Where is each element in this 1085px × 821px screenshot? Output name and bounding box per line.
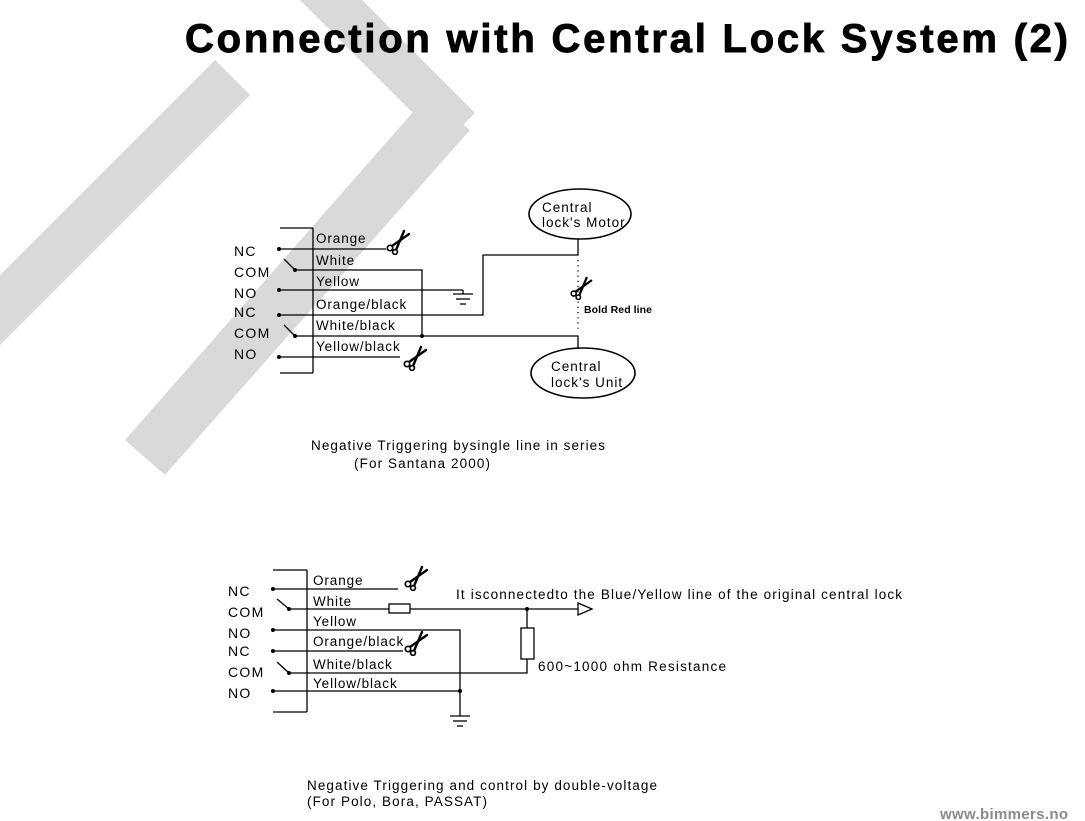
- wire-label-white: White: [316, 253, 355, 268]
- ground-icon: [450, 715, 470, 727]
- bold-red-line-label: Bold Red line: [584, 304, 652, 316]
- pin-label-no: NO: [228, 685, 252, 701]
- resistance-label: 600~1000 ohm Resistance: [538, 659, 726, 674]
- wire-label-white: White: [313, 594, 352, 609]
- caption-line2: (For Santana 2000): [354, 456, 490, 471]
- wire-yellow: [273, 629, 461, 716]
- watermark: [0, 0, 475, 475]
- caption-line1: Negative Triggering and control by doubl…: [307, 778, 657, 793]
- pin-label-nc: NC: [234, 243, 257, 259]
- wire-label-orange-black: Orange/black: [316, 297, 407, 312]
- caption-line1: Negative Triggering bysingle line in ser…: [311, 438, 605, 453]
- junction-dot: [420, 334, 424, 338]
- relay-switch-arm: [283, 324, 296, 337]
- junction-dot: [458, 689, 462, 693]
- wire-orange-black: [279, 239, 579, 316]
- wire-label-yellow: Yellow: [316, 274, 360, 289]
- connector-block: [273, 569, 308, 713]
- wire-label-yellow: Yellow: [313, 614, 357, 629]
- watermark-shape: [125, 95, 470, 475]
- inline-fuse-symbol: [388, 603, 411, 614]
- wire-label-white-black: White/black: [316, 318, 396, 333]
- wire-white-black: [289, 659, 528, 674]
- unit-label-line2: lock's Unit: [551, 375, 623, 390]
- ground-icon: [453, 290, 473, 305]
- relay-switch-arm: [276, 661, 290, 674]
- pin-label-com: COM: [234, 325, 271, 341]
- wire-label-orange: Orange: [313, 573, 363, 588]
- caption-line2: (For Polo, Bora, PASSAT): [307, 794, 487, 809]
- diagram-single-line-series: NC COM NO NC COM NO Orange White Yellow …: [234, 188, 652, 471]
- unit-label-line1: Central: [551, 359, 602, 374]
- resistor-symbol: [520, 627, 535, 660]
- pin-label-no: NO: [234, 346, 258, 362]
- wire-label-orange: Orange: [316, 231, 366, 246]
- diagram-double-voltage: NC COM NO NC COM NO Orange White Yellow …: [228, 565, 902, 809]
- motor-label-line1: Central: [542, 200, 593, 215]
- watermark-shape: [300, 0, 475, 144]
- page-title: Connection with Central Lock System (2): [185, 17, 1068, 61]
- pin-label-com: COM: [234, 264, 271, 280]
- central-lock-unit-oval: [530, 347, 636, 399]
- scissors-icon: [403, 345, 428, 371]
- open-arrow-icon: [577, 602, 594, 616]
- watermark-shape: [0, 60, 250, 345]
- wire-label-yellow-black: Yellow/black: [316, 339, 401, 354]
- scissors-icon: [386, 229, 411, 255]
- pin-label-no: NO: [228, 625, 252, 641]
- motor-label-line2: lock's Motor: [542, 215, 626, 230]
- relay-switch-arm: [276, 598, 290, 610]
- central-lock-motor-oval: [528, 188, 632, 240]
- scissors-icon: [404, 565, 429, 591]
- pin-label-nc: NC: [228, 583, 251, 599]
- wire-label-yellow-black: Yellow/black: [313, 676, 398, 691]
- pin-label-nc: NC: [234, 304, 257, 320]
- pin-label-com: COM: [228, 604, 265, 620]
- wire-white: [295, 269, 423, 336]
- connection-note: It isconnectedto the Blue/Yellow line of…: [456, 587, 902, 602]
- wire-label-orange-black: Orange/black: [313, 634, 404, 649]
- wire-white-black: [295, 335, 579, 348]
- wire-label-white-black: White/black: [313, 657, 393, 672]
- connector-block: [280, 227, 314, 374]
- scissors-icon: [570, 276, 593, 300]
- relay-switch-arm: [283, 258, 296, 271]
- pin-label-no: NO: [234, 285, 258, 301]
- footer-url: www.bimmers.no: [939, 806, 1068, 821]
- pin-label-com: COM: [228, 664, 265, 680]
- pin-label-nc: NC: [228, 643, 251, 659]
- scissors-icon: [404, 630, 429, 656]
